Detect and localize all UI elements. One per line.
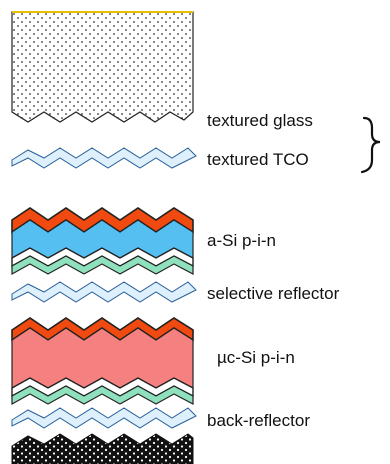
label-back-reflector: back-reflector xyxy=(207,411,310,430)
label-a-si: a-Si p-i-n xyxy=(207,231,276,250)
textured-tco-layer xyxy=(11,147,197,169)
back-contact-layer xyxy=(11,433,194,464)
back-reflector-layer xyxy=(11,407,197,429)
label-textured-glass: textured glass xyxy=(207,111,313,130)
a-si-cell-layer xyxy=(11,207,194,276)
label-selective-reflector: selective reflector xyxy=(207,284,340,303)
uc-si-cell-layer xyxy=(11,317,194,406)
textured-glass-layer xyxy=(11,11,194,123)
label-uc-si: µc-Si p-i-n xyxy=(217,348,295,367)
grouping-brace xyxy=(360,116,381,174)
selective-reflector-layer xyxy=(11,281,197,303)
label-textured-tco: textured TCO xyxy=(207,150,309,169)
